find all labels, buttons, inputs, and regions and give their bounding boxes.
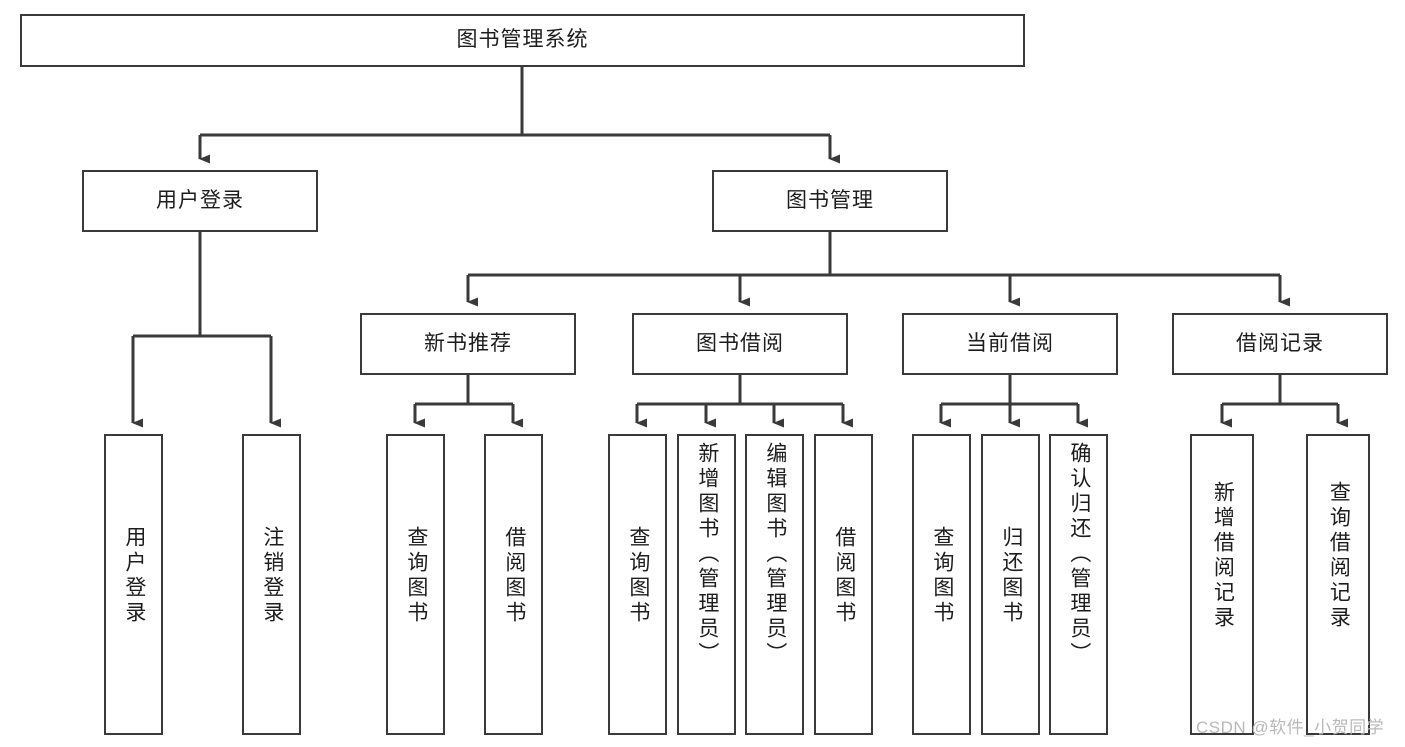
node-root-library-management-system[interactable]: 图书管理系统 [20,14,1025,67]
node-book-borrowing[interactable]: 图书借阅 [632,313,848,375]
leaf-logout[interactable]: 注销登录 [242,434,301,735]
node-label: 图书借阅 [696,331,784,355]
leaf-user-login[interactable]: 用户登录 [104,434,163,735]
node-new-book-recommendation[interactable]: 新书推荐 [360,313,576,375]
node-label: 注销登录 [260,526,284,626]
leaf-query-books-new-recommendation[interactable]: 查询图书 [386,434,445,735]
leaf-query-borrow-record[interactable]: 查询借阅记录 [1306,434,1370,735]
node-label: 新书推荐 [424,331,512,355]
leaf-borrow-books-borrowing[interactable]: 借阅图书 [814,434,873,735]
node-label: 确认归还（管理员） [1067,442,1091,667]
leaf-query-books-current[interactable]: 查询图书 [912,434,971,735]
node-label: 借阅图书 [502,526,526,626]
node-label: 图书管理系统 [456,28,589,52]
node-label: 查询图书 [404,526,428,626]
leaf-add-book-admin[interactable]: 新增图书（管理员） [677,434,736,735]
node-label: 编辑图书（管理员） [763,442,787,667]
node-label: 查询图书 [626,526,650,626]
node-label: 查询图书 [930,526,954,626]
node-borrowing-records[interactable]: 借阅记录 [1172,313,1388,375]
node-user-login[interactable]: 用户登录 [82,170,318,232]
node-label: 用户登录 [122,526,146,626]
node-label: 新增图书（管理员） [695,442,719,667]
leaf-confirm-return-admin[interactable]: 确认归还（管理员） [1049,434,1108,735]
leaf-borrow-books-new-recommendation[interactable]: 借阅图书 [484,434,543,735]
node-label: 查询借阅记录 [1327,481,1351,631]
node-label: 当前借阅 [966,331,1054,355]
node-label: 归还图书 [999,526,1023,626]
leaf-add-borrow-record[interactable]: 新增借阅记录 [1190,434,1254,735]
node-label: 借阅记录 [1236,331,1324,355]
node-label: 图书管理 [786,188,874,212]
node-current-borrowing[interactable]: 当前借阅 [902,313,1118,375]
node-book-management[interactable]: 图书管理 [712,170,948,232]
leaf-edit-book-admin[interactable]: 编辑图书（管理员） [745,434,804,735]
leaf-query-books-borrowing[interactable]: 查询图书 [608,434,667,735]
node-label: 用户登录 [156,188,244,212]
leaf-return-books[interactable]: 归还图书 [981,434,1040,735]
node-label: 借阅图书 [832,526,856,626]
node-label: 新增借阅记录 [1211,481,1235,631]
